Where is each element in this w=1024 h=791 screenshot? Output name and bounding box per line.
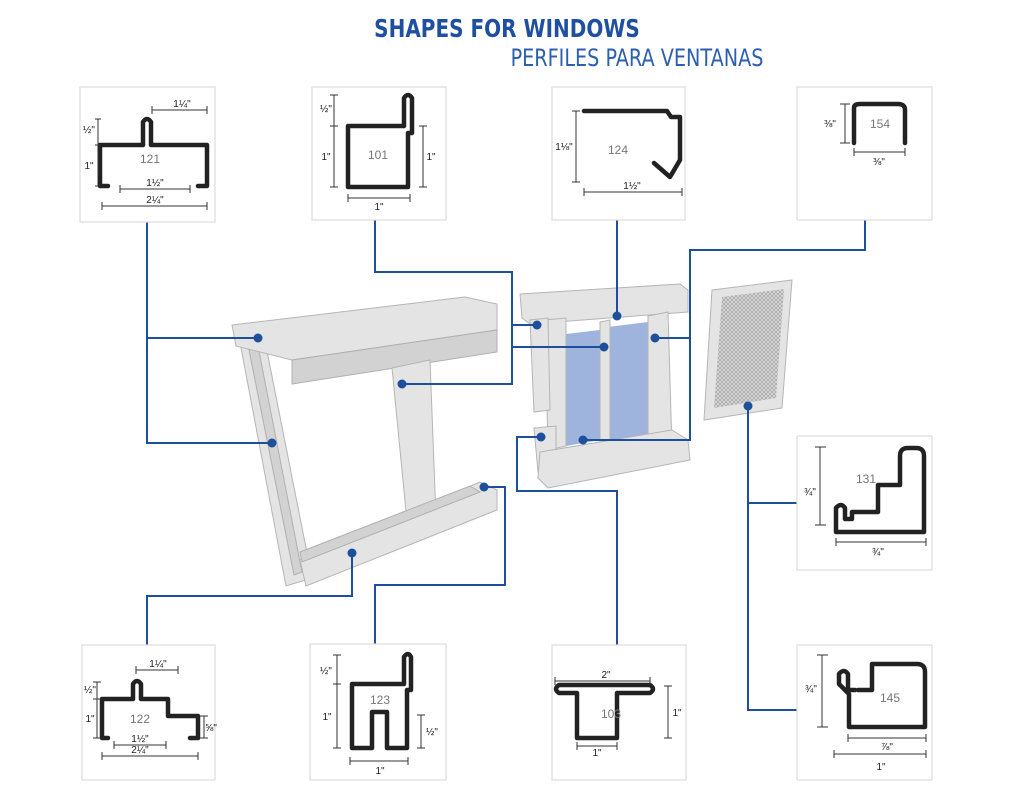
profile-101-shape	[345, 92, 415, 190]
dim-label: ½"	[83, 125, 95, 136]
dim-label: 2¼"	[131, 744, 149, 756]
profile-code: 101	[368, 148, 388, 162]
profile-103-shape	[553, 682, 656, 741]
screen-panel	[703, 279, 793, 421]
diagram-title: SHAPES FOR WINDOWS	[374, 14, 640, 43]
profile-code: 121	[140, 152, 160, 166]
dim-label: 1"	[85, 714, 95, 725]
main-frame	[231, 296, 498, 587]
diagram-subtitle: PERFILES PARA VENTANAS	[510, 44, 764, 72]
dim-label: ⅝"	[205, 723, 217, 734]
window-illustration	[231, 279, 793, 587]
profile-code: 145	[880, 691, 900, 705]
dim-label: 1"	[375, 766, 385, 777]
sliding-sash	[519, 283, 691, 489]
profile-124-shape	[581, 108, 683, 180]
dim-label: 1"	[876, 762, 886, 773]
profile-131-shape	[833, 445, 927, 535]
profile-card-154: 154 ⅜" ⅜"	[796, 86, 933, 221]
dim-label: ¾"	[805, 684, 817, 695]
profile-154-shape	[851, 101, 908, 146]
profile-card-131: 131 ¾" ¾"	[796, 435, 933, 571]
dim-label: ½"	[320, 666, 332, 677]
profile-121-shape	[97, 116, 210, 189]
dim-label: 1"	[321, 152, 331, 163]
dim-label: 2¼"	[146, 194, 164, 206]
dim-label: 1"	[672, 708, 682, 719]
dim-label: 1½"	[146, 178, 164, 189]
dim-label: 1"	[374, 202, 384, 213]
dim-label: 1½"	[131, 734, 149, 745]
profile-card-124: 124 1⅛" 1½"	[551, 86, 686, 221]
profile-card-123: 123 ½" 1" ½" 1"	[309, 643, 447, 781]
dim-label: ⅞"	[881, 742, 893, 753]
dim-label: 1"	[322, 712, 332, 723]
dim-label: 1¼"	[149, 658, 167, 670]
dim-label: 1¼"	[173, 98, 191, 110]
dim-label: 1⅛"	[555, 142, 573, 153]
profile-code: 123	[370, 693, 390, 707]
dim-label: ⅜"	[824, 119, 836, 130]
profile-card-103: 103 2" 1" 1"	[551, 644, 687, 781]
dim-label: 1"	[592, 748, 602, 759]
profile-code: 103	[601, 707, 621, 721]
profile-card-145: 145 ¾" ⅞" 1"	[796, 644, 933, 781]
dim-label: 1"	[426, 152, 436, 163]
dim-label: ½"	[84, 685, 96, 696]
profile-card-101: 101 ½" 1" 1" 1"	[311, 86, 447, 221]
profile-code: 124	[608, 143, 628, 157]
dim-label: 2"	[601, 670, 611, 681]
profile-145-shape	[836, 661, 928, 730]
leader-lines	[146, 220, 866, 711]
profile-code: 154	[870, 117, 890, 131]
dim-label: ½"	[320, 104, 332, 115]
profile-123-shape	[349, 651, 414, 751]
dim-label: ⅜"	[873, 157, 885, 168]
profile-code: 122	[130, 712, 150, 726]
dim-label: ¾"	[804, 487, 816, 498]
dim-label: ½"	[426, 727, 438, 738]
profile-card-121: 121 ½" 1" 1¼" 1½" 2¼"	[79, 86, 216, 223]
dim-label: 1"	[84, 161, 94, 172]
profile-code: 131	[856, 472, 876, 486]
profile-122-shape	[99, 678, 201, 741]
dim-label: ¾"	[872, 547, 884, 558]
dim-label: 1½"	[623, 181, 641, 192]
profile-card-122: 122 ½" 1" 1¼" ⅝" 1½" 2¼"	[81, 644, 217, 781]
